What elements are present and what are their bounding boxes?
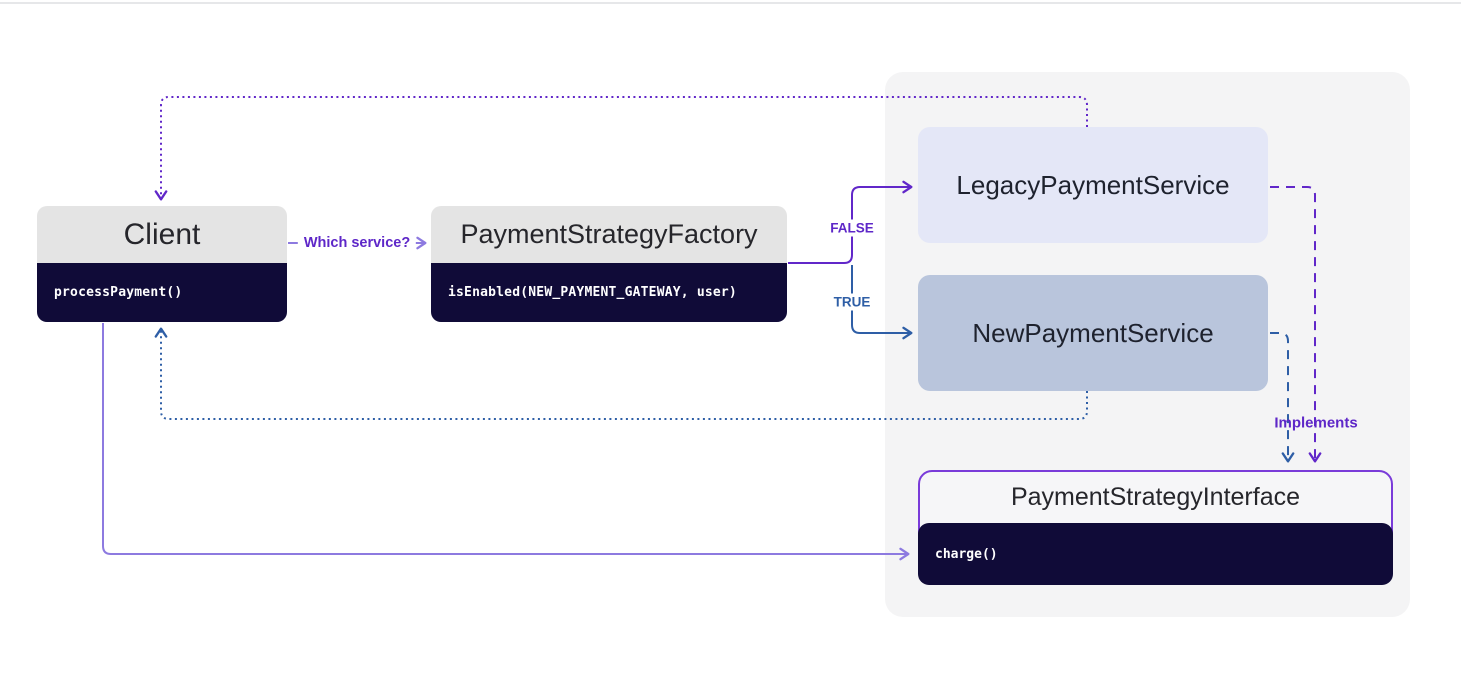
node-new-payment-service[interactable]: NewPaymentService bbox=[918, 275, 1268, 391]
legacy-service-title: LegacyPaymentService bbox=[956, 169, 1230, 200]
client-title: Client bbox=[37, 206, 287, 263]
node-legacy-payment-service[interactable]: LegacyPaymentService bbox=[918, 127, 1268, 243]
interface-title: PaymentStrategyInterface bbox=[1010, 483, 1301, 511]
edge-label-which-service: Which service? bbox=[297, 234, 417, 252]
factory-method: isEnabled(NEW_PAYMENT_GATEWAY, user) bbox=[431, 263, 787, 322]
node-client[interactable]: Client processPayment() bbox=[37, 206, 287, 322]
node-payment-strategy-interface[interactable]: PaymentStrategyInterface charge() bbox=[918, 470, 1393, 585]
client-method: processPayment() bbox=[37, 263, 287, 322]
top-divider bbox=[0, 2, 1461, 4]
new-service-title: NewPaymentService bbox=[972, 317, 1214, 348]
edge-label-true: TRUE bbox=[828, 293, 876, 311]
node-payment-strategy-factory[interactable]: PaymentStrategyFactory isEnabled(NEW_PAY… bbox=[431, 206, 787, 322]
edge-label-implements: Implements bbox=[1274, 414, 1358, 432]
edge-client-to-charge bbox=[102, 323, 910, 561]
edge-label-false: FALSE bbox=[825, 219, 879, 237]
factory-title: PaymentStrategyFactory bbox=[431, 206, 787, 263]
interface-method: charge() bbox=[918, 523, 1393, 585]
